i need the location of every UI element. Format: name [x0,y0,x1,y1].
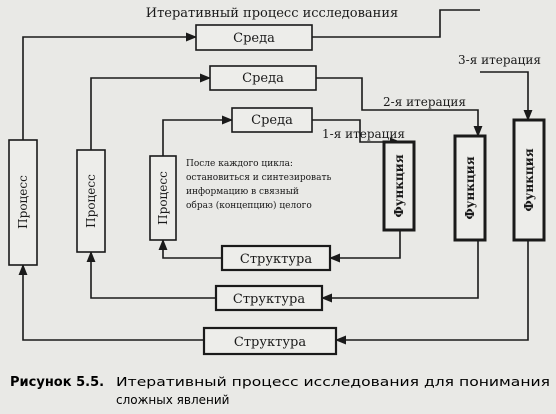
outer-arrow-top-left [22,32,198,140]
function-label: Функция [463,156,477,219]
middle-arrow-top-left [90,73,212,150]
env-label: Среда [233,31,275,46]
env-label: Среда [242,71,284,86]
outer-arrow-bottom [334,240,529,345]
note-line: После каждого цикла: [186,159,293,169]
inner-arrow-to-function-1 [312,119,402,147]
function-box-outer: Функция [512,118,546,242]
connectors [18,9,533,345]
synthesis-note: После каждого цикла: остановиться и синт… [186,159,331,211]
note-line: информацию в связный [186,187,299,197]
structure-box-middle: Структура [214,284,324,312]
note-line: образ (концепцию) целого [186,200,312,211]
caption-text-line2: сложных явлений [116,393,229,407]
function-label: Функция [392,154,406,217]
note-line: остановиться и синтезировать [186,173,331,183]
function-label: Функция [522,148,536,211]
env-box-middle: Среда [209,65,317,91]
process-label: Процесс [156,171,170,225]
iteration-1-label: 1-я итерация [322,127,405,141]
env-box-inner: Среда [231,107,313,133]
outer-arrow-top-right [312,9,480,38]
figure-caption: Рисунок 5.5. Итеративный процесс исследо… [10,375,550,407]
iteration-2-label: 2-я итерация [383,95,466,109]
function-box-inner: Функция [382,140,416,232]
outer-arrow-to-function-3 [480,71,533,122]
process-box-middle: Процесс [76,149,106,253]
structure-label: Структура [233,292,305,307]
function-box-middle: Функция [453,134,487,242]
process-box-inner: Процесс [149,155,177,241]
caption-text-line1: Итеративный процесс исследования для пон… [116,375,550,389]
inner-arrow-bottom [328,230,401,263]
structure-box-outer: Структура [202,326,338,356]
middle-arrow-bottom [320,240,479,303]
diagram-title: Итеративный процесс исследования [146,6,398,21]
process-label: Процесс [84,174,98,228]
middle-arrow-to-function-2 [316,77,483,138]
structure-box-inner: Структура [220,244,332,272]
structure-label: Структура [234,335,306,350]
inner-arrow-top-left [162,115,234,156]
process-label: Процесс [16,175,30,229]
outer-arrow-to-process-1 [18,263,204,341]
process-box-outer: Процесс [8,139,38,266]
middle-arrow-to-process-2 [86,250,216,299]
iteration-3-label: 3-я итерация [458,53,541,67]
structure-label: Структура [240,252,312,267]
env-label: Среда [251,113,293,128]
env-box-outer: Среда [195,24,313,51]
caption-label: Рисунок 5.5. [10,375,104,390]
inner-arrow-to-process-3 [158,238,222,259]
